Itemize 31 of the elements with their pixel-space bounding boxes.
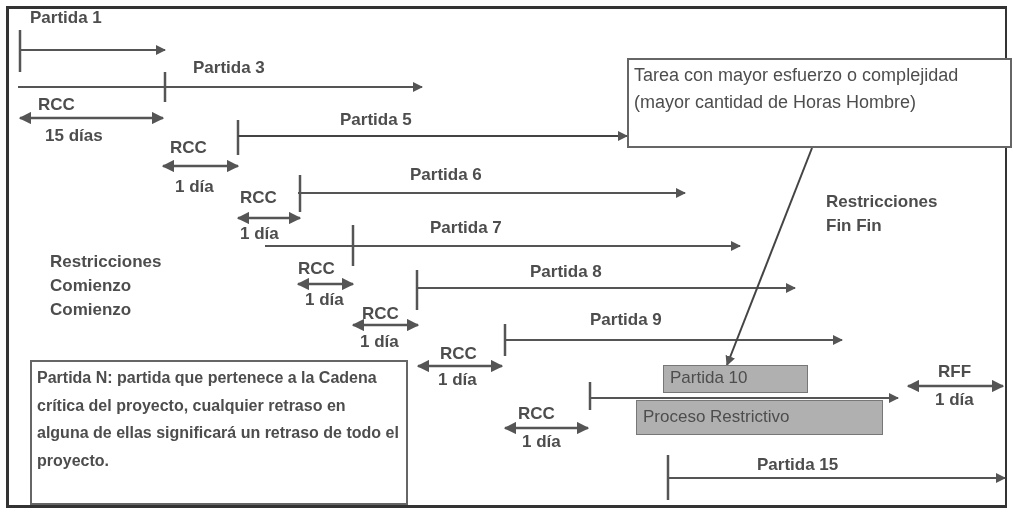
task-box: Partida 10 bbox=[663, 365, 808, 393]
dimension-label: RCC bbox=[298, 259, 335, 279]
dimension-label: 15 días bbox=[45, 126, 103, 146]
constraint-label: Restricciones Fin Fin bbox=[826, 191, 938, 237]
arrow bbox=[725, 147, 813, 366]
dimension-label: RCC bbox=[518, 404, 555, 424]
note-box: Tarea con mayor esfuerzo o complejidad (mayor cantidad de Horas Hombre) bbox=[627, 58, 1012, 148]
dimension-label: 1 día bbox=[438, 370, 477, 390]
arrow bbox=[237, 131, 628, 141]
dimension-label: 1 día bbox=[240, 224, 279, 244]
dimension-label: 1 día bbox=[305, 290, 344, 310]
dimension-label: RCC bbox=[240, 188, 277, 208]
dimension-label: 1 día bbox=[360, 332, 399, 352]
task-label: Partida 3 bbox=[193, 58, 265, 78]
dimension-label: RCC bbox=[362, 304, 399, 324]
dimension-label: 1 día bbox=[935, 390, 974, 410]
dimension-label: 1 día bbox=[522, 432, 561, 452]
dimension-label: 1 día bbox=[175, 177, 214, 197]
task-label: Partida 8 bbox=[530, 262, 602, 282]
task-label: Partida 6 bbox=[410, 165, 482, 185]
constraint-label: Restricciones Comienzo Comienzo bbox=[50, 251, 162, 321]
task-label: Partida 7 bbox=[430, 218, 502, 238]
task-label: Partida 1 bbox=[30, 8, 102, 28]
note-box: Partida N: partida que pertenece a la Cadena crítica del proyecto, cualquier retraso en alguna de ellas significará un retraso de todo el proyecto. bbox=[30, 360, 408, 505]
process-box: Proceso Restrictivo bbox=[636, 400, 883, 435]
dimension-label: RFF bbox=[938, 362, 972, 382]
dimension-label: RCC bbox=[440, 344, 477, 364]
dimension-label: RCC bbox=[38, 95, 75, 115]
task-label: Partida 9 bbox=[590, 310, 662, 330]
task-label: Partida 15 bbox=[757, 455, 839, 475]
dimension-label: RCC bbox=[170, 138, 207, 158]
